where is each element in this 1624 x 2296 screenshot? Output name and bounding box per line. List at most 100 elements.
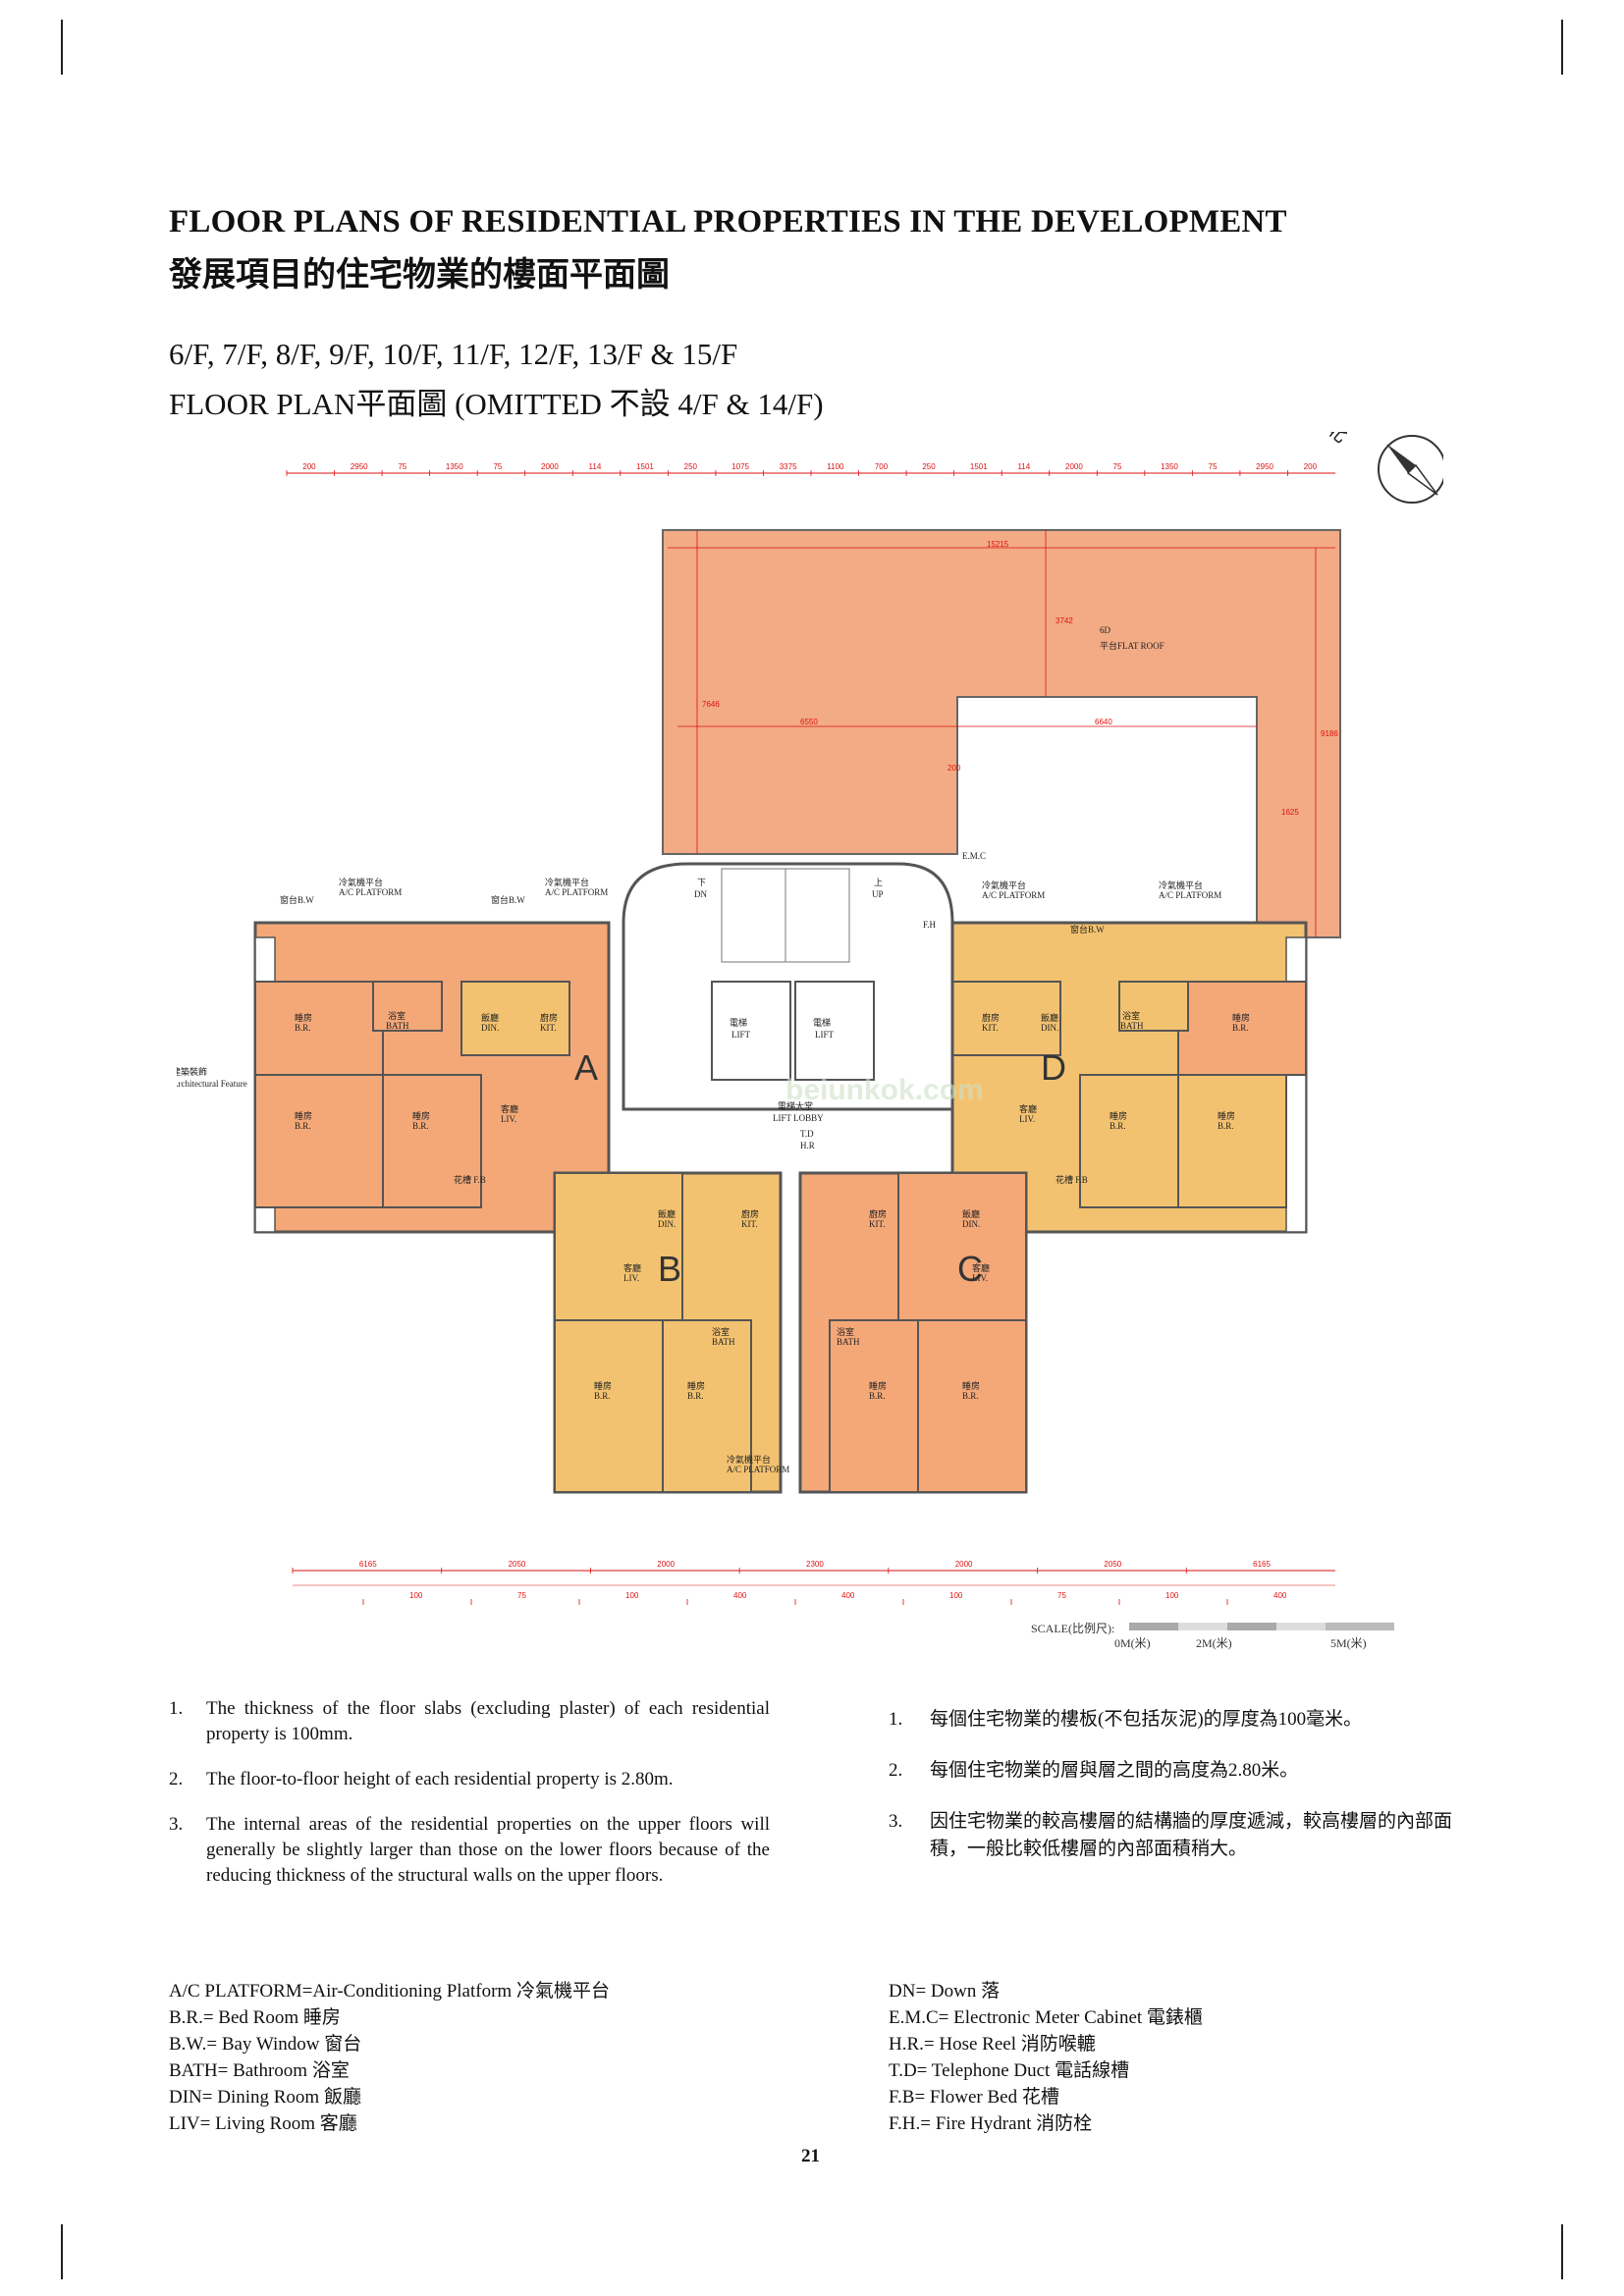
bay-window-label: 窗台B.W: [280, 894, 314, 905]
room-label: BATH: [1120, 1021, 1144, 1031]
room-label: B.R.: [962, 1391, 979, 1401]
legend-item: T.D= Telephone Duct 電話線槽: [889, 2060, 1130, 2081]
hr-label: H.R: [800, 1141, 815, 1150]
note-text: 每個住宅物業的樓板(不包括灰泥)的厚度為100毫米。: [930, 1709, 1363, 1730]
room-label: KIT.: [741, 1219, 758, 1229]
dimension-label: 75: [1057, 1591, 1066, 1600]
dimension-label: 200: [1304, 462, 1318, 471]
room-label: 睡房: [1110, 1110, 1127, 1121]
room-label: B.R.: [594, 1391, 611, 1401]
note-item: 1. The thickness of the floor slabs (excl…: [169, 1696, 770, 1747]
note-text: The internal areas of the residential pr…: [206, 1814, 770, 1886]
flower-bed-label: 花槽 F.B: [1056, 1174, 1088, 1185]
note-text: The thickness of the floor slabs (exclud…: [206, 1698, 770, 1744]
note-text: 因住宅物業的較高樓層的結構牆的厚度遞減，較高樓層的內部面積，一般比較低樓層的內部…: [930, 1811, 1453, 1859]
bay-window-label: 窗台B.W: [1070, 924, 1105, 934]
scale-bar: SCALE(比例尺): 0M(米) 2M(米) 5M(米): [1031, 1622, 1394, 1650]
dimension-label: 250: [922, 462, 936, 471]
crop-mark: [61, 20, 63, 75]
dimension-label: 2000: [1065, 462, 1083, 471]
dimension-label: 2950: [1256, 462, 1273, 471]
room-label: DIN.: [962, 1219, 980, 1229]
flower-bed-label: 花槽 F.B: [454, 1174, 486, 1185]
up-zh-label: 上: [874, 878, 883, 887]
lift-label: 電梯: [813, 1017, 831, 1028]
room-label: DIN.: [658, 1219, 676, 1229]
legend-item: H.R.= Hose Reel 消防喉轆: [889, 2034, 1096, 2055]
roof-dim: 9186: [1321, 729, 1338, 738]
note-item: 3. The internal areas of the residential …: [169, 1812, 770, 1889]
dimension-label: 2300: [806, 1560, 824, 1569]
dimension-label: 1100: [827, 462, 844, 471]
crop-mark: [1561, 2224, 1563, 2279]
roof-dim: 200: [947, 764, 961, 773]
scale-mark: 2M(米): [1196, 1636, 1232, 1650]
lobby-label-en: LIFT LOBBY: [773, 1113, 824, 1123]
room-label: 廚房: [982, 1012, 1000, 1023]
room-label: 飯廳: [481, 1012, 499, 1023]
room-label: 睡房: [869, 1380, 887, 1391]
flat-roof-label: 平台FLAT ROOF: [1100, 640, 1164, 651]
legend-right: DN= Down 落 E.M.C= Electronic Meter Cabin…: [889, 1978, 1203, 2137]
room-label: 睡房: [412, 1110, 430, 1121]
ac-platform-label: A/C PLATFORM: [545, 887, 608, 897]
roof-dim: 7646: [702, 700, 720, 709]
floors-heading: 6/F, 7/F, 8/F, 9/F, 10/F, 11/F, 12/F, 13…: [169, 337, 738, 371]
room-label: 睡房: [594, 1380, 612, 1391]
legend-item: LIV= Living Room 客廳: [169, 2113, 357, 2134]
note-number: 1.: [889, 1709, 903, 1730]
room-label: 飯廳: [1041, 1012, 1058, 1023]
room-label: B.R.: [687, 1391, 704, 1401]
arch-feature-label: 建築裝飾: [177, 1066, 207, 1077]
dimension-label: 2050: [509, 1560, 526, 1569]
down-label: DN: [694, 889, 707, 899]
room-label: DIN.: [481, 1023, 499, 1033]
north-arrow-icon: N 北: [1308, 432, 1443, 504]
room-label: DIN.: [1041, 1023, 1058, 1033]
dimension-label: 114: [1017, 462, 1030, 471]
room-label: 廚房: [540, 1012, 558, 1023]
floor-plan: N 北 200295075135075200011415012501075337…: [177, 432, 1443, 1650]
room-label: LIV.: [972, 1273, 988, 1283]
room-label: 浴室: [388, 1010, 406, 1021]
note-number: 3.: [169, 1814, 184, 1835]
dimension-label: 75: [493, 462, 502, 471]
watermark: beiunkok.com: [785, 1074, 984, 1106]
note-number: 2.: [889, 1760, 903, 1781]
room-label: 浴室: [837, 1326, 854, 1337]
room-label: 睡房: [295, 1110, 312, 1121]
note-number: 1.: [169, 1698, 184, 1719]
dimension-label: 100: [1165, 1591, 1179, 1600]
note-item: 3.因住宅物業的較高樓層的結構牆的厚度遞減，較高樓層的內部面積，一般比較低樓層的…: [889, 1808, 1478, 1863]
flat-roof: 6D 平台FLAT ROOF 15215 3742 7646 6550 6640…: [662, 529, 1341, 938]
dimension-label: 114: [589, 462, 602, 471]
dimension-label: 250: [684, 462, 698, 471]
room-label: B.R.: [1110, 1121, 1126, 1131]
dimension-label: 1350: [446, 462, 463, 471]
lift-label: 電梯: [730, 1017, 747, 1028]
legend-item: A/C PLATFORM=Air-Conditioning Platform 冷…: [169, 1981, 610, 2002]
dimension-label: 2000: [955, 1560, 973, 1569]
annotations: 冷氣機平台 A/C PLATFORM 冷氣機平台 A/C PLATFORM 冷氣…: [177, 851, 1221, 1474]
room-label: 客廳: [501, 1103, 518, 1114]
note-text: 每個住宅物業的層與層之間的高度為2.80米。: [930, 1760, 1299, 1781]
roof-dim: 6550: [800, 718, 818, 726]
td-label: T.D: [800, 1129, 814, 1139]
dimension-label: 200: [302, 462, 316, 471]
unit-label: A: [574, 1047, 598, 1088]
room-label: LIV.: [501, 1114, 516, 1124]
ac-platform-label: A/C PLATFORM: [982, 890, 1045, 900]
room-label: B.R.: [869, 1391, 886, 1401]
dimension-label: 100: [625, 1591, 639, 1600]
room-label: KIT.: [540, 1023, 557, 1033]
page-number: 21: [801, 2146, 820, 2166]
dimension-label: 3375: [780, 462, 797, 471]
room-label: 睡房: [1232, 1012, 1250, 1023]
dimension-label: 6165: [359, 1560, 377, 1569]
room-label: 浴室: [1122, 1010, 1140, 1021]
room-label: BATH: [712, 1337, 735, 1347]
roof-dim: 3742: [1056, 616, 1073, 625]
dimension-label: 100: [409, 1591, 423, 1600]
